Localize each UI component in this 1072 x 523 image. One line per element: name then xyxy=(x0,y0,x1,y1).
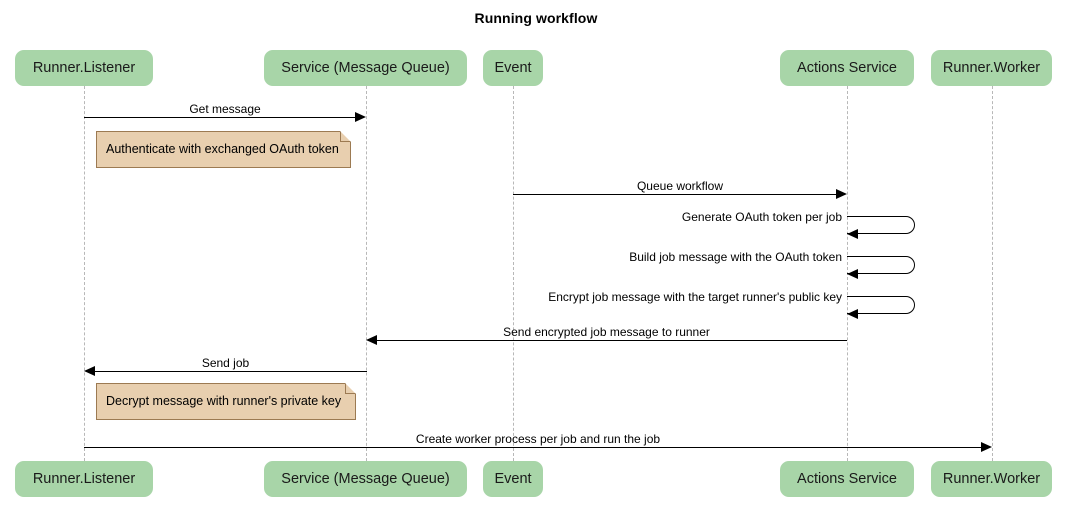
note-fold-icon xyxy=(345,383,356,394)
message-line-send-job xyxy=(95,371,367,372)
message-label-encrypt-job-message: Encrypt job message with the target runn… xyxy=(548,290,842,304)
message-label-generate-oauth-token: Generate OAuth token per job xyxy=(681,210,842,224)
message-line-send-encrypted-job-message xyxy=(377,340,847,341)
message-label-send-encrypted-job-message: Send encrypted job message to runner xyxy=(503,325,710,339)
note-authenticate: Authenticate with exchanged OAuth token xyxy=(96,131,351,168)
diagram-title: Running workflow xyxy=(474,10,598,26)
lifeline-runner-listener xyxy=(84,86,85,461)
message-line-create-worker-process xyxy=(84,447,983,448)
arrowhead-send-job xyxy=(84,366,95,376)
participant-runner-worker-bottom[interactable]: Runner.Worker xyxy=(931,461,1052,497)
arrowhead-create-worker-process xyxy=(981,442,992,452)
arrowhead-generate-oauth-token xyxy=(847,229,858,239)
lifeline-event xyxy=(513,86,514,461)
lifeline-service-message-queue xyxy=(366,86,367,461)
participant-actions-service-top[interactable]: Actions Service xyxy=(780,50,914,86)
arrowhead-get-message xyxy=(355,112,366,122)
message-line-queue-workflow xyxy=(513,194,838,195)
arrowhead-encrypt-job-message xyxy=(847,309,858,319)
selfcall-build-job-message xyxy=(847,256,915,274)
note-decrypt: Decrypt message with runner's private ke… xyxy=(96,383,356,420)
arrowhead-queue-workflow xyxy=(836,189,847,199)
arrowhead-send-encrypted-job-message xyxy=(366,335,377,345)
message-line-get-message xyxy=(84,117,357,118)
message-label-build-job-message: Build job message with the OAuth token xyxy=(629,250,842,264)
participant-runner-listener-top[interactable]: Runner.Listener xyxy=(15,50,153,86)
message-label-get-message: Get message xyxy=(189,102,261,116)
note-fold-icon xyxy=(340,131,351,142)
note-fold-edge xyxy=(345,383,356,394)
message-label-create-worker-process: Create worker process per job and run th… xyxy=(415,432,661,446)
message-label-queue-workflow: Queue workflow xyxy=(636,179,724,193)
participant-runner-listener-bottom[interactable]: Runner.Listener xyxy=(15,461,153,497)
message-label-send-job: Send job xyxy=(201,356,250,370)
participant-runner-worker-top[interactable]: Runner.Worker xyxy=(931,50,1052,86)
note-decrypt-text: Decrypt message with runner's private ke… xyxy=(106,394,342,409)
selfcall-encrypt-job-message xyxy=(847,296,915,314)
participant-event-top[interactable]: Event xyxy=(483,50,543,86)
participant-service-message-queue-bottom[interactable]: Service (Message Queue) xyxy=(264,461,467,497)
lifeline-runner-worker xyxy=(992,86,993,461)
participant-actions-service-bottom[interactable]: Actions Service xyxy=(780,461,914,497)
note-authenticate-text: Authenticate with exchanged OAuth token xyxy=(106,142,339,157)
participant-event-bottom[interactable]: Event xyxy=(483,461,543,497)
arrowhead-build-job-message xyxy=(847,269,858,279)
participant-service-message-queue-top[interactable]: Service (Message Queue) xyxy=(264,50,467,86)
selfcall-generate-oauth-token xyxy=(847,216,915,234)
